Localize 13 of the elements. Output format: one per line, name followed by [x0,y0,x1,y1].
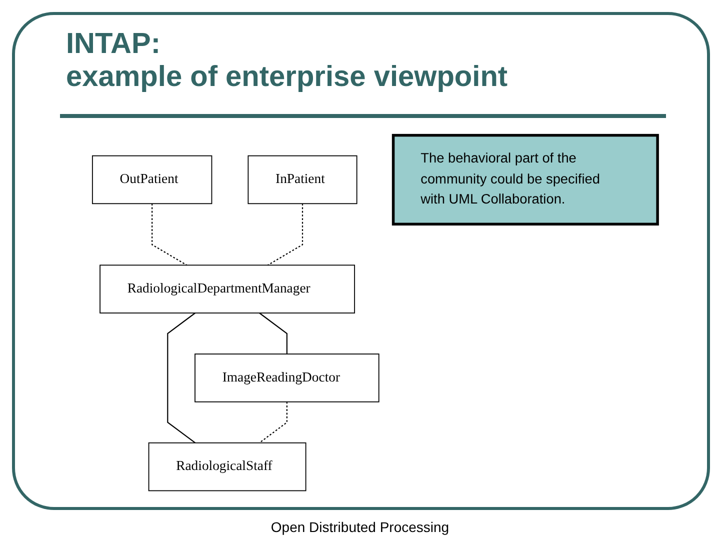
node-box: OutPatient [92,155,212,204]
node-box: RadiologicalDepartmentManager [100,264,355,314]
footer-text: Open Distributed Processing [270,519,450,535]
slide-title: INTAP: example of enterprise viewpoint [66,28,508,95]
node-box: InPatient [248,155,358,204]
connector [259,402,288,444]
connector [167,312,196,444]
node-box: RadiologicalStaff [148,442,306,492]
node-box: The behavioral part of the community could be specified with UML Collaboration. [392,134,659,226]
connector [259,312,288,354]
connector [152,204,188,266]
connector [268,204,304,266]
node-box: ImageReadingDoctor [194,354,380,402]
